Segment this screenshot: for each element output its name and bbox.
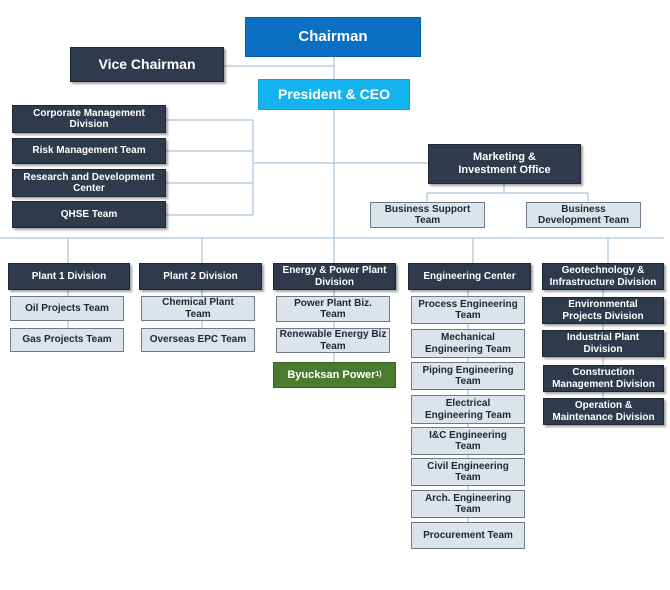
plant1-division: Plant 1 Division bbox=[8, 263, 130, 290]
team-ic-engineering: I&C Engineering Team bbox=[411, 427, 525, 455]
plant2-division: Plant 2 Division bbox=[139, 263, 262, 290]
business-development-team: Business Development Team bbox=[526, 202, 641, 228]
marketing-investment-office: Marketing & Investment Office bbox=[428, 144, 581, 184]
team-arch-engineering: Arch. Engineering Team bbox=[411, 490, 525, 518]
byucksan-power-footnote: 1) bbox=[375, 370, 382, 378]
team-renewable-energy-biz: Renewable Energy Biz Team bbox=[276, 328, 390, 353]
construction-management-division: Construction Management Division bbox=[543, 365, 664, 392]
team-electrical-engineering: Electrical Engineering Team bbox=[411, 395, 525, 424]
environmental-projects-division: Environmental Projects Division bbox=[542, 297, 664, 324]
team-piping-engineering: Piping Engineering Team bbox=[411, 362, 525, 390]
operation-maintenance-division: Operation & Maintenance Division bbox=[543, 398, 664, 425]
industrial-plant-division: Industrial Plant Division bbox=[542, 330, 664, 357]
president-ceo-box: President & CEO bbox=[258, 79, 410, 110]
chairman-box: Chairman bbox=[245, 17, 421, 57]
team-overseas-epc: Overseas EPC Team bbox=[141, 328, 255, 352]
team-civil-engineering: Civil Engineering Team bbox=[411, 458, 525, 486]
team-gas-projects: Gas Projects Team bbox=[10, 328, 124, 352]
team-oil-projects: Oil Projects Team bbox=[10, 296, 124, 321]
team-process-engineering: Process Engineering Team bbox=[411, 296, 525, 324]
geotechnology-infrastructure-division: Geotechnology & Infrastructure Division bbox=[542, 263, 664, 290]
team-power-plant-biz: Power Plant Biz. Team bbox=[276, 296, 390, 322]
byucksan-power-label: Byucksan Power bbox=[287, 368, 376, 381]
engineering-center: Engineering Center bbox=[408, 263, 531, 290]
risk-management-team: Risk Management Team bbox=[12, 138, 166, 164]
research-development-center: Research and Development Center bbox=[12, 169, 166, 197]
vice-chairman-box: Vice Chairman bbox=[70, 47, 224, 82]
team-mechanical-engineering: Mechanical Engineering Team bbox=[411, 329, 525, 358]
qhse-team: QHSE Team bbox=[12, 201, 166, 228]
team-chemical-plant: Chemical Plant Team bbox=[141, 296, 255, 321]
corporate-management-division: Corporate Management Division bbox=[12, 105, 166, 133]
business-support-team: Business Support Team bbox=[370, 202, 485, 228]
energy-power-plant-division: Energy & Power Plant Division bbox=[273, 263, 396, 290]
team-procurement: Procurement Team bbox=[411, 522, 525, 549]
